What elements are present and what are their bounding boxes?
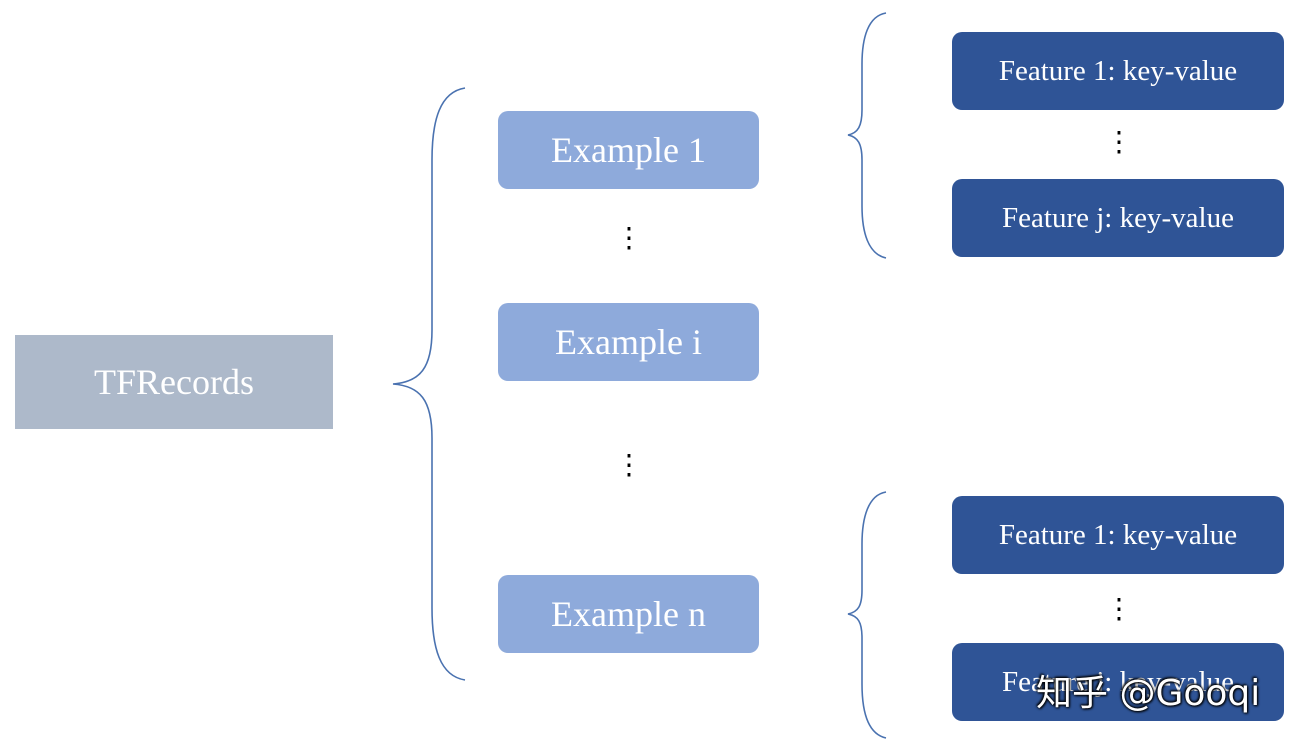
feature-label: Feature 1: key-value: [998, 54, 1238, 87]
example-ellipsis-lower: ⋮: [615, 448, 643, 481]
example-i-node: Example i: [498, 303, 759, 381]
watermark: 知乎 @Gooqi: [1036, 673, 1261, 714]
feature-1-node-group-2: Feature 1: key-value: [952, 496, 1284, 574]
feature-j-node-group-2: Feature j: key-value: [952, 643, 1284, 721]
example-1-node: Example 1: [498, 111, 759, 189]
example-n-brace: [847, 491, 887, 739]
feature-ellipsis-group-2: ⋮: [1105, 592, 1133, 625]
example-ellipsis-upper: ⋮: [615, 221, 643, 254]
feature-1-node-group-1: Feature 1: key-value: [952, 32, 1284, 110]
feature-ellipsis-group-1: ⋮: [1105, 125, 1133, 158]
feature-j-node-group-1: Feature j: key-value: [952, 179, 1284, 257]
tfrecords-node: TFRecords: [15, 335, 333, 429]
feature-label: Feature j: key-value: [1002, 201, 1234, 234]
example-n-label: Example n: [551, 594, 706, 634]
main-brace: [392, 87, 466, 681]
feature-label: Feature 1: key-value: [998, 518, 1238, 551]
feature-label: Feature j: key-value: [1002, 665, 1234, 698]
example-1-label: Example 1: [551, 130, 706, 170]
example-1-brace: [847, 12, 887, 259]
example-n-node: Example n: [498, 575, 759, 653]
tfrecords-label: TFRecords: [94, 362, 254, 402]
example-i-label: Example i: [555, 322, 702, 362]
